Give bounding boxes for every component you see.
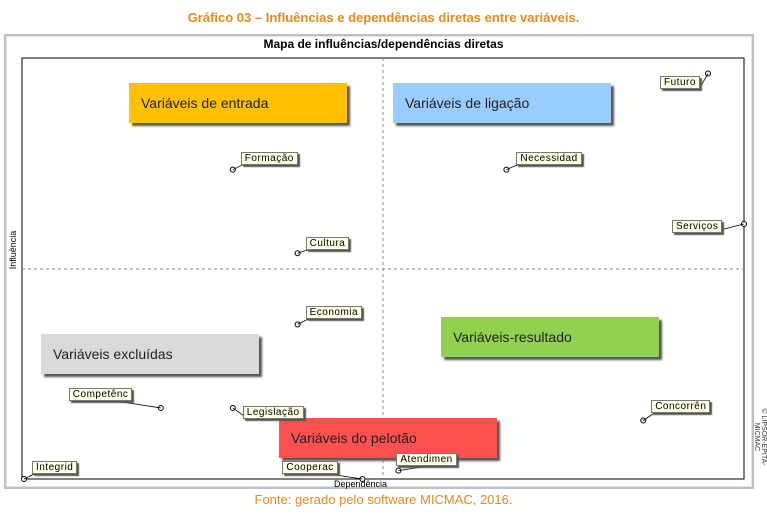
leader-line-economia — [297, 317, 310, 325]
leader-line-concorrên — [642, 412, 656, 421]
chart-title: Mapa de influências/dependências diretas — [263, 37, 504, 51]
quadrant-label-pelotao: Variáveis do pelotão — [279, 418, 497, 458]
leader-line-formação — [232, 163, 245, 171]
y-axis-label: Influência — [8, 230, 18, 270]
point-label-economia: Economia — [305, 306, 363, 320]
leader-line-competênc — [108, 399, 161, 409]
point-label-cooperac: Cooperac — [282, 461, 338, 474]
quadrant-label-resultado: Variáveis-resultado — [441, 317, 659, 357]
point-label-cultura: Cultura — [305, 237, 350, 251]
leader-line-integrid — [23, 472, 37, 480]
point-label-serviços: Serviços — [672, 220, 723, 234]
point-label-necessidad: Necessidad — [516, 151, 582, 165]
quadrant-label-entrada: Variáveis de entrada — [129, 83, 347, 123]
quadrant-label-ligacao: Variáveis de ligação — [393, 83, 611, 123]
point-label-competênc: Competênc — [68, 387, 133, 401]
leader-line-cooperac — [322, 472, 363, 480]
point-label-integrid: Integrid — [32, 461, 78, 474]
point-label-concorrên: Concorrên — [651, 400, 711, 414]
point-label-legislação: Legislação — [242, 405, 304, 419]
quadrant-label-excluidas: Variáveis excluídas — [41, 334, 259, 374]
figure-caption-title: Gráfico 03 – Influências e dependências … — [187, 10, 580, 25]
point-label-formação: Formação — [240, 151, 298, 165]
leader-line-necessidad — [506, 163, 521, 171]
micmac-watermark: © LIPSOR-EPITA-MICMAC — [753, 408, 767, 466]
figure-source: Fonte: gerado pelo software MICMAC, 2016… — [254, 492, 513, 507]
leader-line-atendimen — [398, 464, 437, 472]
point-label-atendimen: Atendimen — [396, 452, 457, 466]
leader-line-futuro — [699, 73, 709, 88]
point-label-futuro: Futuro — [660, 75, 700, 89]
points-layer — [21, 70, 747, 482]
x-axis-label: Dependência — [334, 479, 388, 489]
